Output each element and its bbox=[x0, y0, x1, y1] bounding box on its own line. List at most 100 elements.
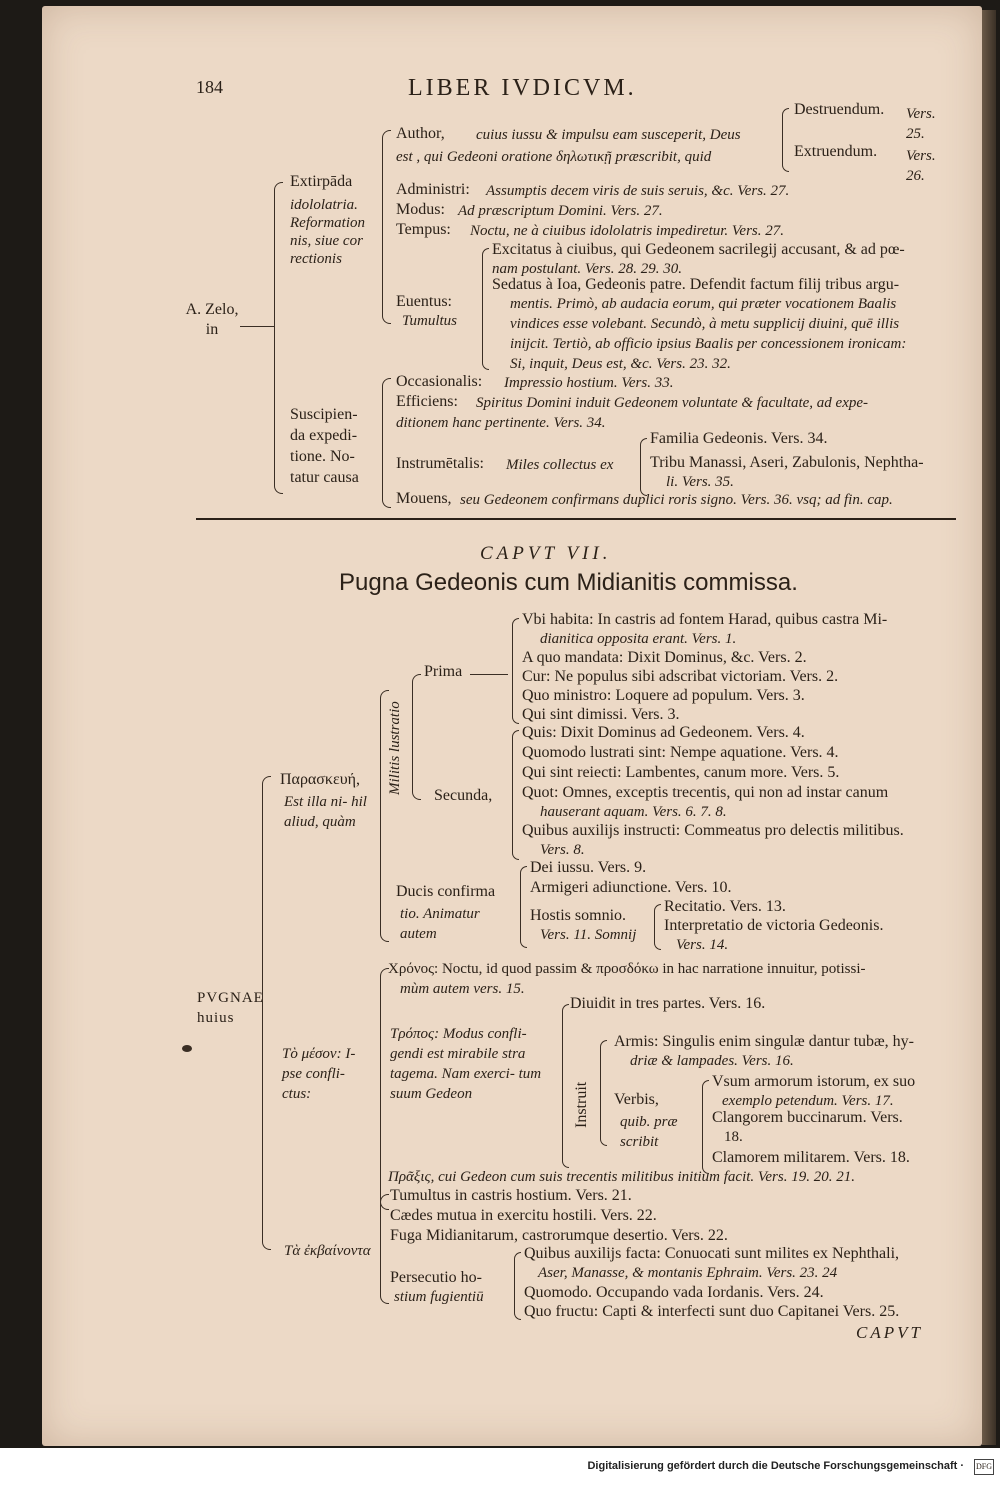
sedatus-5: Si, inquit, Deus est, &c. Vers. 23. 32. bbox=[510, 356, 731, 372]
author-text-2: est , qui Gedeoni oratione δηλωτικῇ præs… bbox=[396, 149, 712, 165]
verbis-label: Verbis, bbox=[614, 1091, 659, 1108]
occasionalis-text: Impressio hostium. Vers. 33. bbox=[504, 375, 674, 391]
hostis-bracket bbox=[654, 904, 661, 950]
paraskeue-sub: Est illa ni- hil aliud, quàm bbox=[284, 794, 367, 830]
sedatus-4: inijcit. Tertiò, ab officio ipsius Baali… bbox=[510, 336, 907, 352]
administri-label: Administri: bbox=[396, 181, 470, 198]
efficiens-label: Efficiens: bbox=[396, 393, 458, 410]
author-bracket bbox=[782, 108, 789, 172]
occasionalis-label: Occasionalis: bbox=[396, 373, 483, 390]
extirpada-label: Extirpāda bbox=[290, 173, 353, 190]
fuga: Fuga Midianitarum, castrorumque desertio… bbox=[390, 1227, 728, 1244]
prima-bracket bbox=[512, 618, 519, 724]
ekbainonta-bracket bbox=[380, 1194, 389, 1304]
armis-1: Armis: Singulis enim singulæ dantur tubæ… bbox=[614, 1033, 915, 1050]
instruit: Instruit bbox=[573, 1081, 590, 1128]
verbis-sub: quib. præ scribit bbox=[620, 1114, 678, 1150]
footer-text: Digitalisierung gefördert durch die Deut… bbox=[587, 1460, 964, 1472]
suscipienda-bracket bbox=[382, 378, 391, 508]
vsum-2: exemplo petendum. Vers. 17. bbox=[722, 1093, 894, 1109]
tropos-bracket bbox=[562, 1004, 569, 1168]
excitatus-2: nam postulant. Vers. 28. 29. 30. bbox=[492, 261, 683, 277]
meson-bracket bbox=[380, 968, 389, 1210]
vsum-1: Vsum armorum istorum, ex suo bbox=[712, 1073, 916, 1090]
caedes: Cædes mutua in exercitu hostili. Vers. 2… bbox=[390, 1207, 657, 1224]
clangorem-2: 18. bbox=[724, 1129, 743, 1145]
instrumentalis-label: Instrumētalis: bbox=[396, 455, 484, 472]
zelo-connector bbox=[240, 326, 274, 327]
quis: Quis: Dixit Dominus ad Gedeonem. Vers. 4… bbox=[522, 724, 805, 741]
extruendum-vers: Vers. 26. bbox=[906, 148, 936, 184]
efficiens-text-2: ditionem hanc pertinente. Vers. 34. bbox=[396, 415, 606, 431]
ta-ekbainonta: Τὰ ἐκβαίνοντα bbox=[284, 1243, 371, 1259]
instruit-bracket bbox=[600, 1040, 607, 1146]
sedatus-3: vindices esse volebant. Secundò, à metu … bbox=[510, 316, 900, 332]
euentus-sub: Tumultus bbox=[402, 313, 458, 329]
zelo-bracket bbox=[274, 182, 283, 494]
secunda-bracket bbox=[512, 730, 519, 860]
quot-1: Quot: Omnes, exceptis trecentis, qui non… bbox=[522, 784, 889, 801]
quomodo: Quomodo. Occupando vada Iordanis. Vers. … bbox=[524, 1284, 824, 1301]
page-number: 184 bbox=[196, 77, 223, 97]
persecutio-sub: stium fugientiū bbox=[394, 1289, 484, 1305]
quibus-auxiliis-2: Vers. 8. bbox=[540, 842, 585, 858]
verbis-bracket bbox=[702, 1080, 709, 1174]
a-quo: A quo mandata: Dixit Dominus, &c. Vers. … bbox=[522, 649, 807, 666]
quot-2: hauserant aquam. Vers. 6. 7. 8. bbox=[540, 804, 727, 820]
excitatus-1: Excitatus à ciuibus, qui Gedeonem sacril… bbox=[492, 241, 905, 258]
clamorem: Clamorem militarem. Vers. 18. bbox=[712, 1149, 910, 1166]
hostis-2: Vers. 11. Somnij bbox=[540, 927, 637, 943]
quibus-facta-2: Aser, Manasse, & montanis Ephraim. Vers.… bbox=[538, 1265, 838, 1281]
hostis-1: Hostis somnio. bbox=[530, 907, 627, 924]
pugna-root: PVGNAE huius bbox=[197, 990, 264, 1026]
chapter-title: Pugna Gedeonis cum Midianitis commissa. bbox=[339, 569, 798, 596]
section-rule bbox=[196, 518, 956, 520]
ducis-label: Ducis confirma bbox=[396, 883, 496, 900]
sedatus-1: Sedatus à Ioa, Gedeonis patre. Defendit … bbox=[492, 276, 900, 293]
quibus-facta-1: Quibus auxilijs facta: Conuocati sunt mi… bbox=[524, 1245, 900, 1262]
catchword: CAPVT bbox=[856, 1323, 923, 1342]
instrumentalis-bracket bbox=[640, 438, 647, 496]
quibus-auxiliis-1: Quibus auxilijs instructi: Commeatus pro… bbox=[522, 822, 904, 839]
chapter-heading: CAPVT VII. bbox=[480, 543, 612, 564]
modus-text: Ad præscriptum Domini. Vers. 27. bbox=[458, 203, 663, 219]
militis-lustratio: Militis lustratio bbox=[387, 701, 403, 795]
prima: Prima bbox=[424, 663, 463, 680]
tropos: Τρόπος: Modus confli- gendi est mirabile… bbox=[390, 1026, 542, 1102]
persecutio-label: Persecutio ho- bbox=[390, 1269, 482, 1286]
cur: Cur: Ne populus sibi adscribat victoriam… bbox=[522, 668, 839, 685]
tumultus: Tumultus in castris hostium. Vers. 21. bbox=[390, 1187, 632, 1204]
interpretatio-2: Vers. 14. bbox=[676, 937, 729, 953]
quo-fructu: Quo fructu: Capti & interfecti sunt duo … bbox=[524, 1303, 900, 1320]
ducis-sub: tio. Animatur autem bbox=[400, 906, 480, 942]
vbi-2: dianitica opposita erant. Vers. 1. bbox=[540, 631, 737, 647]
page-edge bbox=[982, 10, 996, 1445]
euentus-label: Euentus: bbox=[396, 293, 452, 310]
ducis-bracket bbox=[520, 866, 527, 948]
running-title: LIBER IVDICVM. bbox=[408, 75, 637, 101]
dfg-logo: DFG bbox=[974, 1459, 994, 1475]
armis-2: driæ & lampades. Vers. 16. bbox=[630, 1053, 794, 1069]
clangorem-1: Clangorem buccinarum. Vers. bbox=[712, 1109, 903, 1126]
persecutio-bracket bbox=[514, 1252, 521, 1320]
prima-connector bbox=[470, 674, 508, 675]
extirpada-sub: idololatria. Reformation nis, siue cor r… bbox=[290, 197, 365, 267]
diuidit: Diuidit in tres partes. Vers. 16. bbox=[570, 995, 766, 1012]
quo-ministro: Quo ministro: Loquere ad populum. Vers. … bbox=[522, 687, 805, 704]
ink-blot bbox=[182, 1045, 192, 1052]
chronos-1: Χρόνος: Noctu, id quod passim & προσδόκω… bbox=[388, 961, 866, 977]
militis-bracket bbox=[412, 674, 421, 800]
quomodo-lustrati: Quomodo lustrati sint: Nempe aquatione. … bbox=[522, 744, 839, 761]
tribu-2: li. Vers. 35. bbox=[666, 474, 734, 490]
efficiens-text-1: Spiritus Domini induit Gedeonem voluntat… bbox=[476, 395, 869, 411]
vbi-1: Vbi habita: In castris ad fontem Harad, … bbox=[522, 611, 888, 628]
destruendum: Destruendum. bbox=[794, 101, 885, 118]
extruendum: Extruendum. bbox=[794, 143, 878, 160]
dei: Dei iussu. Vers. 9. bbox=[530, 859, 647, 876]
armigeri: Armigeri adiunctione. Vers. 10. bbox=[530, 879, 732, 896]
author-text-1: cuius iussu & impulsu eam susceperit, De… bbox=[476, 127, 741, 143]
tempus-text: Noctu, ne à ciuibus idololatris impedire… bbox=[470, 223, 785, 239]
mouens-text: seu Gedeonem confirmans duplici roris si… bbox=[460, 492, 893, 508]
extirpada-bracket bbox=[382, 130, 391, 324]
